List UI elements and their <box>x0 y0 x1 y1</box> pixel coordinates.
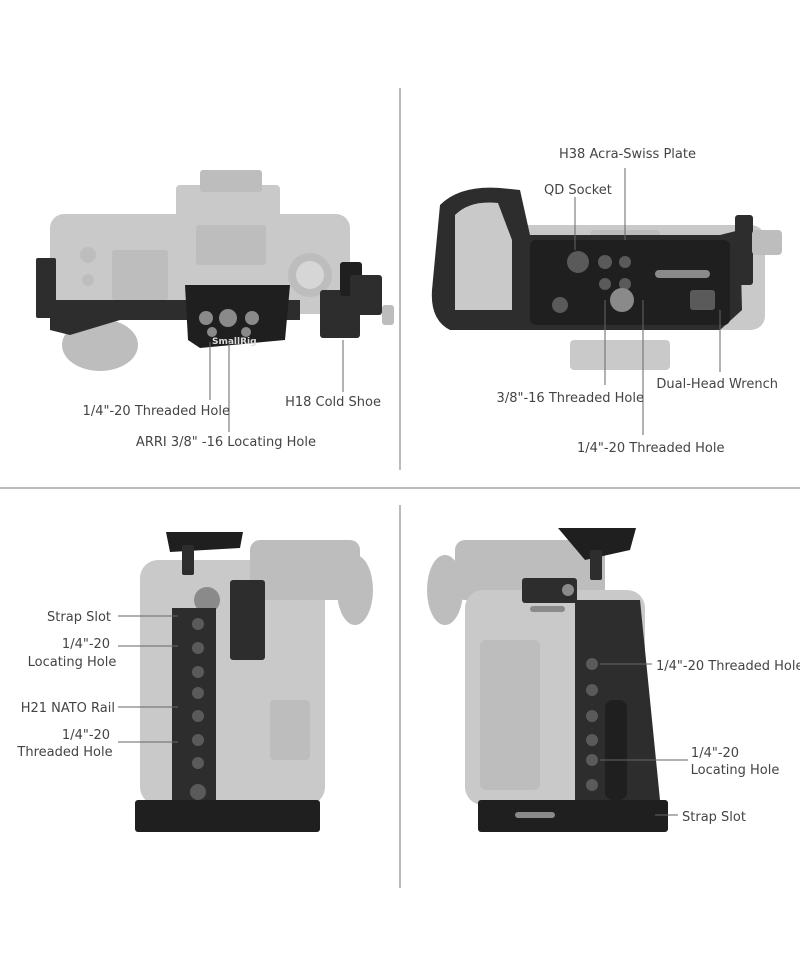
label-arri-locating-hole: ARRI 3/8" -16 Locating Hole <box>136 435 316 450</box>
label-threaded-hole-left-2: Threaded Hole <box>16 745 112 760</box>
cage-bottom <box>431 187 782 330</box>
top-view-leaders <box>209 340 344 432</box>
cage-right <box>478 528 668 832</box>
cage-top: SmallRig <box>36 258 394 348</box>
label-threaded-hole-3-8: 3/8"-16 Threaded Hole <box>497 391 644 406</box>
top-view-panel: SmallRig 1/4"-20 Threaded Hole ARRI 3/8"… <box>36 170 394 450</box>
bottom-view-leaders <box>574 168 721 435</box>
label-threaded-hole-1-4-bottom: 1/4"-20 Threaded Hole <box>577 441 724 456</box>
label-threaded-hole-left-1: 1/4"-20 <box>62 728 110 743</box>
label-strap-slot-right: Strap Slot <box>682 810 746 825</box>
label-acra-swiss-plate: H38 Acra-Swiss Plate <box>559 147 696 162</box>
right-side-panel: 1/4"-20 Threaded Hole 1/4"-20 Locating H… <box>427 528 800 832</box>
left-side-panel: Strap Slot 1/4"-20 Locating Hole H21 NAT… <box>16 532 373 832</box>
label-locating-hole-right-1: 1/4"-20 <box>691 746 739 761</box>
label-threaded-hole-top: 1/4"-20 Threaded Hole <box>83 404 230 419</box>
label-locating-hole-left-1: 1/4"-20 <box>62 637 110 652</box>
label-locating-hole-right-2: Locating Hole <box>691 763 780 778</box>
label-dual-head-wrench: Dual-Head Wrench <box>656 377 778 392</box>
left-side-leaders <box>118 615 178 743</box>
label-nato-rail: H21 NATO Rail <box>21 701 115 716</box>
right-side-leaders <box>600 663 688 816</box>
brand-logo: SmallRig <box>212 337 257 347</box>
bottom-view-panel: H38 Acra-Swiss Plate QD Socket 3/8"-16 T… <box>431 147 782 456</box>
cage-left <box>135 532 320 832</box>
label-threaded-hole-right: 1/4"-20 Threaded Hole <box>656 659 800 674</box>
label-cold-shoe: H18 Cold Shoe <box>285 395 381 410</box>
label-strap-slot-left: Strap Slot <box>47 610 111 625</box>
label-locating-hole-left-2: Locating Hole <box>28 655 117 670</box>
label-qd-socket: QD Socket <box>544 183 612 198</box>
